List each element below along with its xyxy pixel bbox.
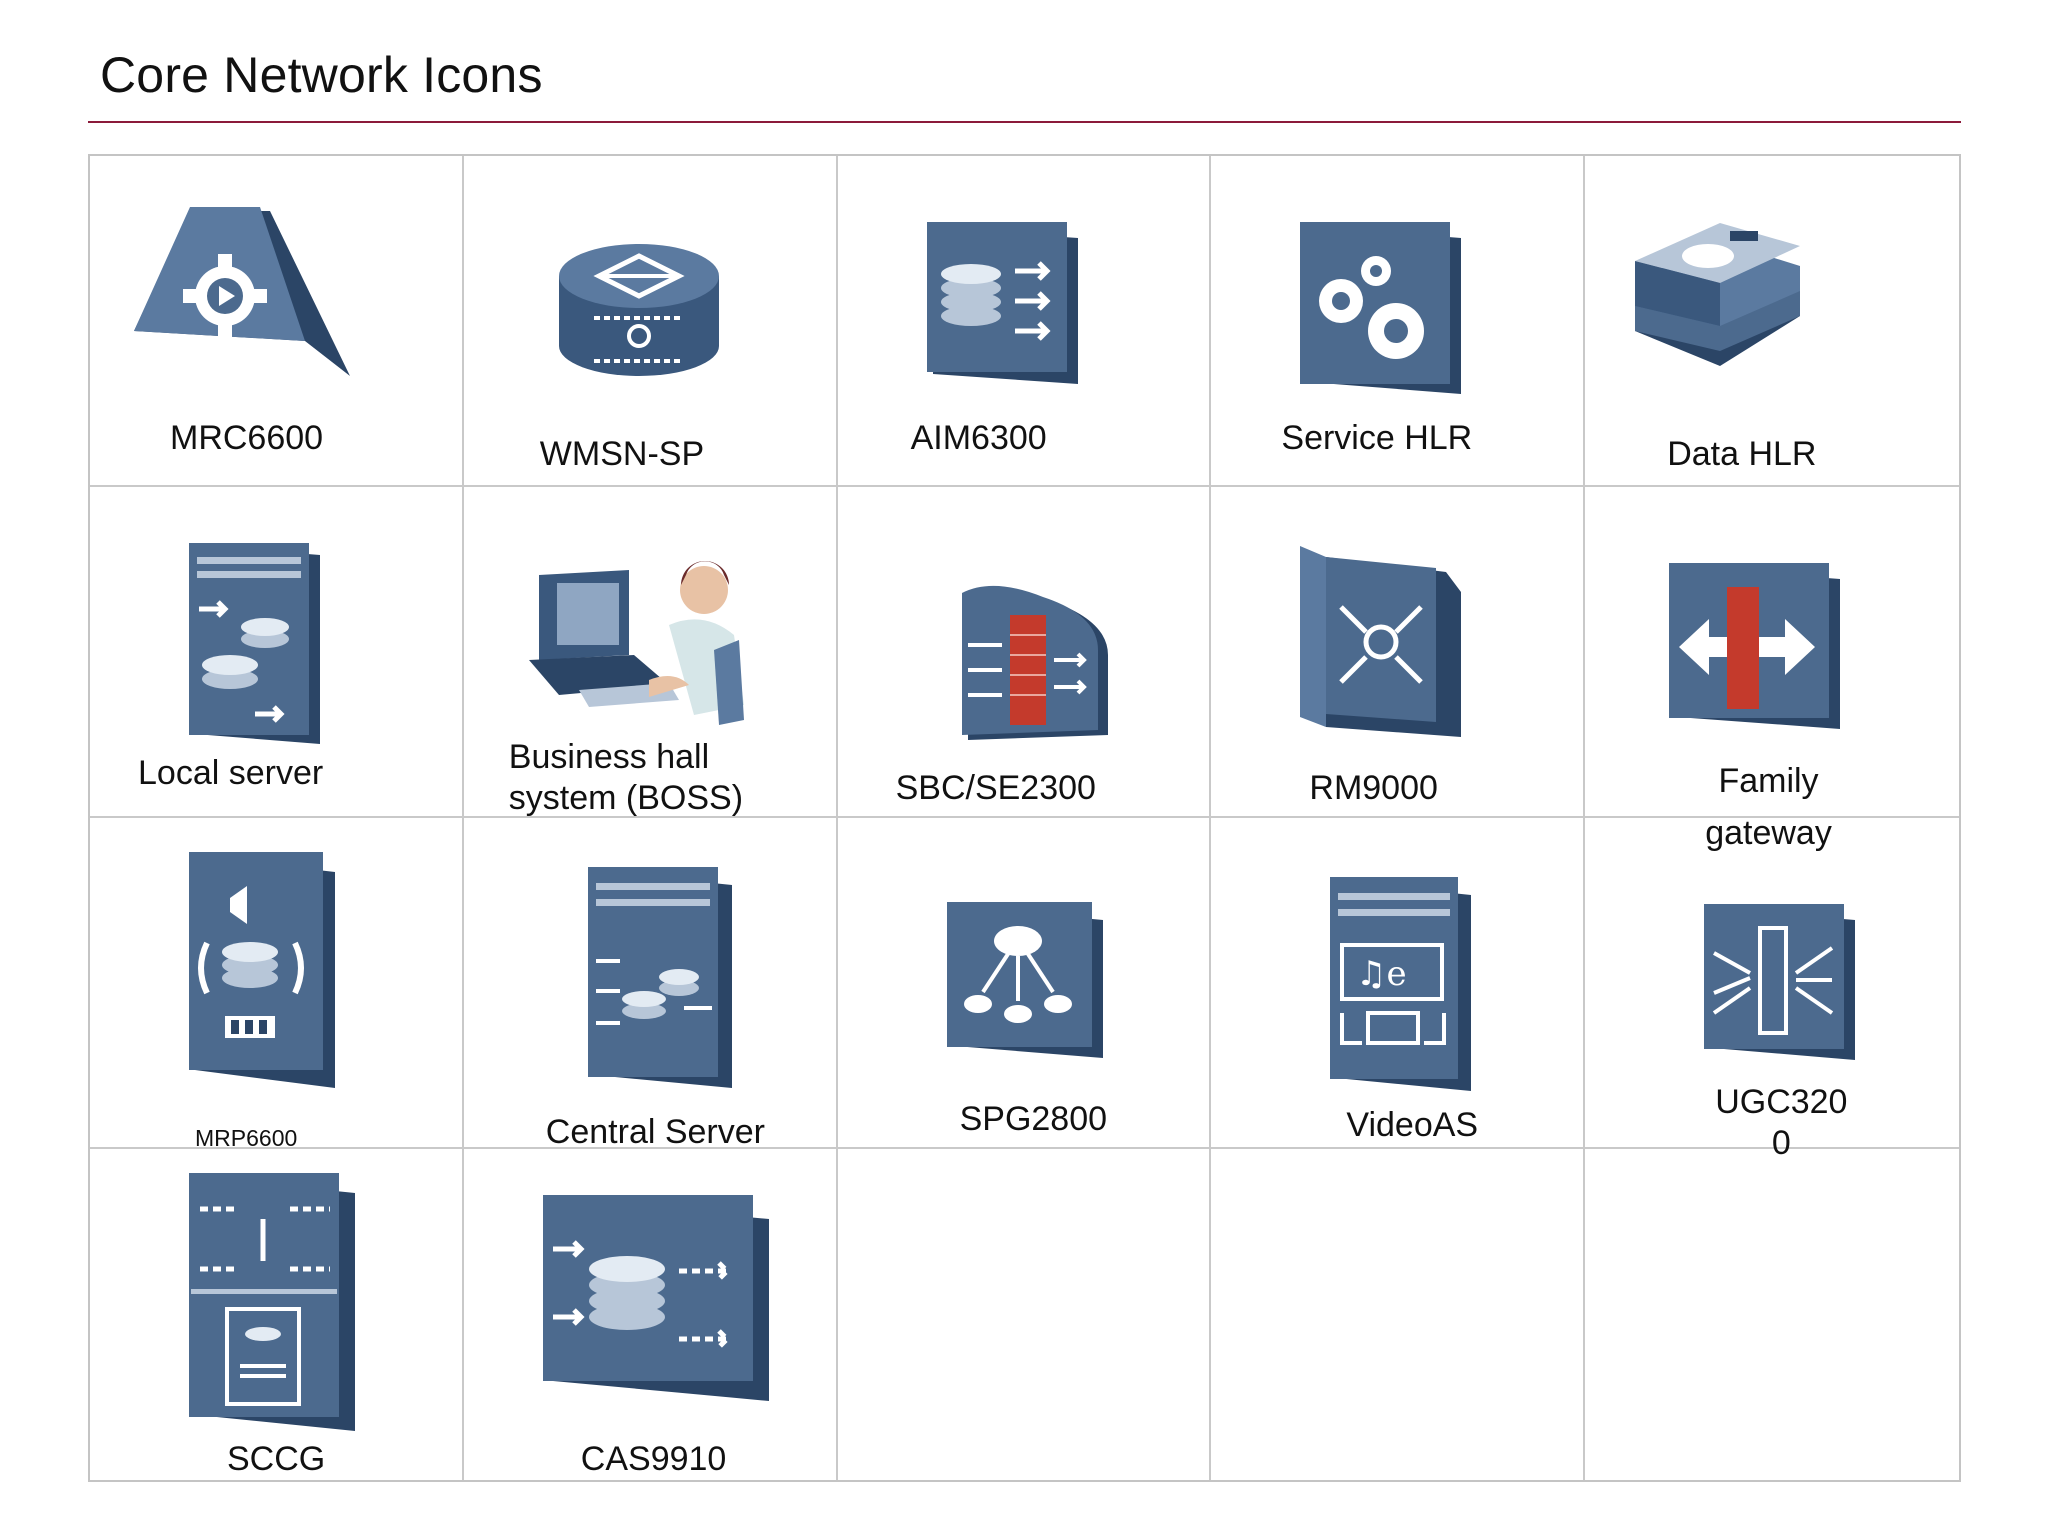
grid-cell-local-server: Local server: [90, 487, 464, 818]
grid-cell-sccg: SCCG: [90, 1149, 464, 1480]
database-arrows-icon: [926, 222, 1078, 384]
grid-cell-business-hall: Business hall system (BOSS): [463, 487, 838, 818]
cell-label: SPG2800: [959, 1100, 1108, 1138]
cell-label: UGC320 0: [1715, 1083, 1848, 1162]
cell-label: Family gateway: [1705, 762, 1832, 852]
cell-label: SCCG: [227, 1440, 326, 1478]
router-cylinder-icon: [558, 244, 719, 376]
cell-label: Data HLR: [1667, 435, 1817, 473]
grid-cell-empty: [1585, 1149, 1959, 1480]
cell-label: CAS9910: [580, 1440, 727, 1478]
grid-cell-mrc6600: MRC6600: [90, 156, 464, 487]
grid-cell-empty: [1211, 1149, 1586, 1480]
grid-cell-sbc-se2300: SBC/SE2300: [837, 487, 1212, 818]
grid-cell-data-hlr: Data HLR: [1585, 156, 1959, 487]
grid-cell-spg2800: SPG2800: [837, 818, 1212, 1149]
service-platform-icon: [946, 902, 1103, 1058]
family-gateway-icon: [1669, 563, 1841, 729]
grid-cell-aim6300: AIM6300: [837, 156, 1212, 487]
firewall-border-controller-icon: [961, 585, 1108, 740]
cell-label: Central Server: [545, 1113, 765, 1151]
grid-cell-ugc3200: UGC320 0: [1585, 818, 1959, 1162]
cell-label: MRP6600: [195, 1125, 298, 1151]
grid-cell-rm9000: RM9000: [1211, 487, 1586, 818]
gears-box-icon: [1300, 222, 1462, 394]
grid-cell-central-server: Central Server: [463, 818, 838, 1151]
cell-label: RM9000: [1309, 769, 1438, 807]
grid-cell-mrp6600: MRP6600: [90, 818, 464, 1151]
grid-cell-family-gateway: Family gateway: [1585, 487, 1959, 852]
sccg-server-icon: [189, 1173, 355, 1431]
video-app-server-icon: ♫e: [1330, 877, 1472, 1091]
svg-text:♫e: ♫e: [1356, 954, 1407, 994]
cell-label: SBC/SE2300: [895, 769, 1096, 807]
grid-cell-wmsn-sp: WMSN-SP: [463, 156, 838, 487]
gear-trapezoid-icon: [134, 207, 350, 376]
cell-label: WMSN-SP: [539, 435, 705, 473]
ugc-gateway-icon: [1704, 904, 1856, 1060]
disk-stack-icon: [1635, 223, 1801, 366]
icon-grid: MRC6600 WMSN-SP AIM6300: [88, 154, 1961, 1482]
title-divider: [88, 121, 1961, 123]
cell-label: Service HLR: [1281, 419, 1473, 457]
cell-label: Local server: [138, 754, 324, 792]
grid-cell-service-hlr: Service HLR: [1211, 156, 1586, 487]
grid-cell-videoas: ♫e VideoAS: [1211, 818, 1586, 1149]
cell-label: VideoAS: [1346, 1106, 1479, 1144]
media-resource-icon: [189, 852, 335, 1088]
page-title: Core Network Icons: [100, 47, 543, 103]
cell-label: AIM6300: [910, 419, 1047, 457]
local-server-icon: [189, 543, 320, 744]
grid-cell-empty: [838, 1149, 1212, 1480]
cell-label: MRC6600: [170, 419, 324, 457]
cell-label: Business hall system (BOSS): [508, 738, 744, 817]
central-server-icon: [587, 867, 732, 1088]
operator-workstation-icon: [528, 561, 744, 725]
cas-database-icon: [542, 1195, 769, 1401]
grid-cell-cas9910: CAS9910: [464, 1149, 838, 1480]
resource-manager-icon: [1300, 546, 1462, 737]
